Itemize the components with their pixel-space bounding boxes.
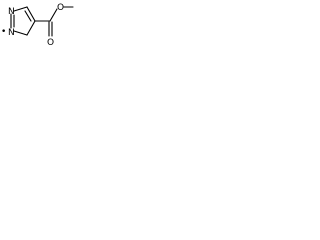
- atom-label-n2: N: [8, 28, 15, 38]
- molecule-canvas: N N O O •: [0, 0, 79, 61]
- atom-label-carbonyl-oxygen: O: [47, 38, 54, 48]
- carbonyl-to-ester-oxygen-bond: [49, 8, 58, 22]
- ring-bond-c5-c4-inner: [24, 10, 32, 22]
- ring-bond-c5-c4: [26, 6, 36, 22]
- radical-dot-icon: •: [1, 27, 6, 37]
- ring-bond-n1-c5: [13, 6, 28, 12]
- ring-bond-c4-c3: [26, 20, 36, 36]
- atom-label-ester-oxygen: O: [57, 3, 64, 13]
- atom-label-n1: N: [8, 7, 15, 17]
- molecule-structure: N N O O •: [1, 3, 74, 48]
- ring-bond-c3-n2: [13, 30, 28, 36]
